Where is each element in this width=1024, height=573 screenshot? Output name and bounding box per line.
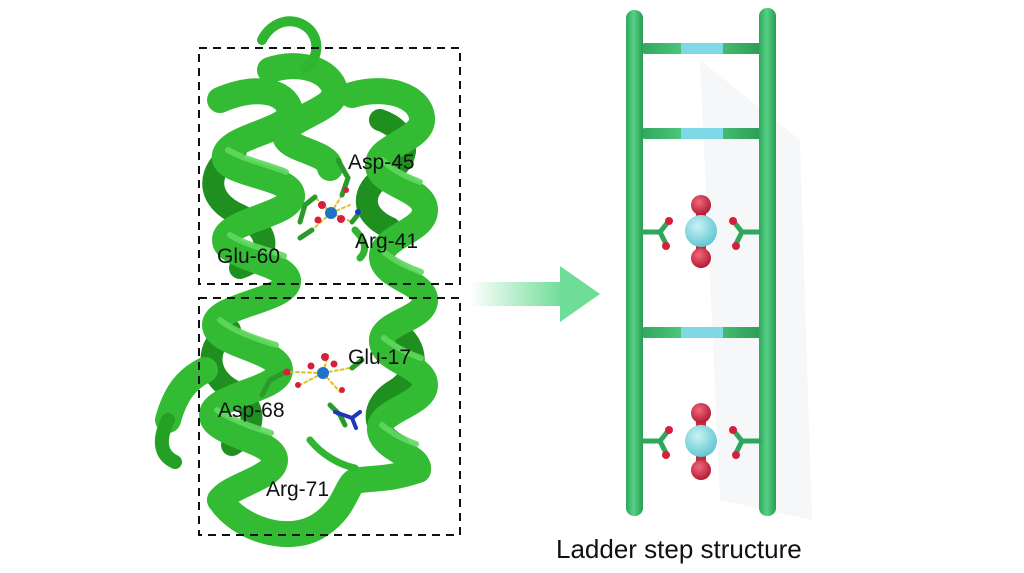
binding-site-top xyxy=(297,157,363,241)
ladder-rail-left xyxy=(626,10,643,516)
binding-site-bottom xyxy=(259,353,365,430)
label-glu60: Glu-60 xyxy=(217,245,281,268)
ladder-rail-right xyxy=(759,8,776,516)
label-arg41: Arg-41 xyxy=(355,230,419,253)
ladder-rungs xyxy=(640,43,764,338)
protein-ribbon xyxy=(154,16,438,548)
transition-arrow xyxy=(470,266,600,322)
binding-box-bottom xyxy=(198,297,461,536)
label-asp68: Asp-68 xyxy=(218,399,285,422)
ion-step-upper xyxy=(640,195,762,268)
ladder xyxy=(626,8,812,520)
ion-bottom xyxy=(317,367,329,379)
label-glu17: Glu-17 xyxy=(348,346,412,369)
label-asp45: Asp-45 xyxy=(348,151,415,174)
ion-step-lower xyxy=(640,403,762,480)
label-arg71: Arg-71 xyxy=(266,478,330,501)
ladder-caption: Ladder step structure xyxy=(556,534,802,564)
ion-top xyxy=(325,207,337,219)
binding-box-top xyxy=(198,47,461,285)
